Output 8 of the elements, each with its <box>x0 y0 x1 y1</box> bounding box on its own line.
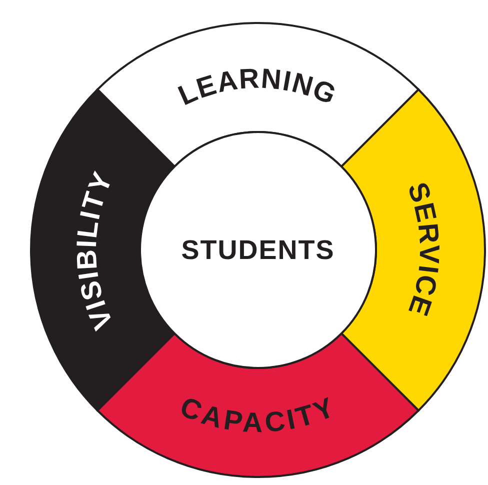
ring-segment <box>96 332 420 478</box>
center-label: STUDENTS <box>181 235 335 265</box>
ring-segment <box>30 88 176 412</box>
ring-segment <box>340 88 486 412</box>
center-circle <box>139 131 377 369</box>
ring-segment <box>96 22 420 168</box>
segment-label: LEARNING <box>173 62 342 111</box>
segment-label: CAPACITY <box>176 390 340 438</box>
